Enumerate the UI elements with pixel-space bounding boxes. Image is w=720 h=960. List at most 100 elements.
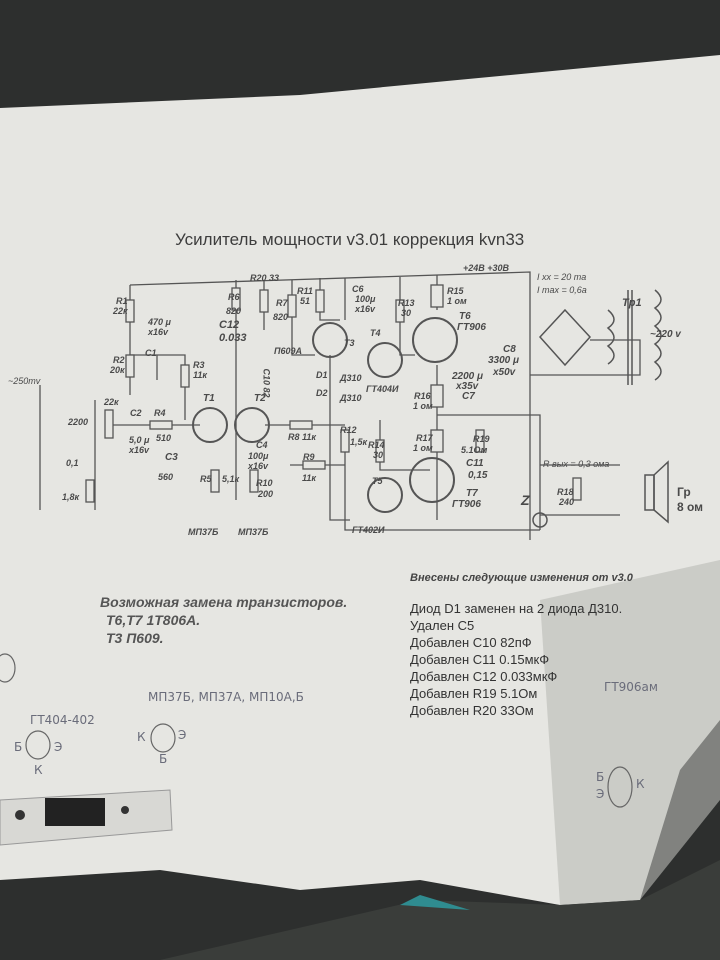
r7-value: 820 (273, 312, 289, 322)
c8-label: C8 (503, 344, 516, 355)
change-item: Удален C5 (410, 618, 475, 633)
changes-heading: Внесены следующие изменения от v3.0 (410, 572, 633, 584)
paper-sheet (0, 55, 720, 905)
c7-label: C7 (462, 391, 475, 402)
r3-value: 11к (193, 370, 207, 380)
r1-value: 22к (113, 306, 128, 316)
c11-value: 0,15 (468, 470, 488, 481)
c11-label: C11 (466, 458, 484, 469)
c7-voltage: x35v (456, 381, 479, 392)
d2-type: Д310 (340, 393, 362, 403)
handwritten-analogs: МП37Б, МП37А, МП10А,Б (148, 690, 304, 704)
r5-value: 5,1к (222, 474, 240, 484)
speaker-label: Гр (677, 485, 691, 499)
r16-value: 1 ом (413, 401, 433, 411)
tone-cap: 2200 (68, 417, 89, 427)
pin-k-label: К (34, 763, 43, 777)
t7-type: ГТ906 (452, 499, 481, 510)
c2-voltage: x16v (129, 445, 150, 455)
replacement-heading: Возможная замена транзисторов. (100, 594, 348, 610)
speaker-impedance: 8 ом (677, 500, 704, 514)
r19-label: R19 (473, 434, 490, 444)
t6-type: ГТ906 (457, 322, 486, 333)
r15-label: R15 (447, 286, 464, 296)
r20-label: R20 33 (250, 273, 280, 283)
teal-object (400, 895, 470, 910)
r5-label: R5 (200, 474, 212, 484)
max-current: I max = 0,6a (537, 285, 587, 295)
d2-label: D2 (316, 388, 328, 398)
r17-label: R17 (416, 433, 433, 443)
mains-label: ~220 v (650, 329, 681, 340)
r17-value: 1 ом (413, 443, 433, 453)
r16-label: R16 (414, 391, 431, 401)
c8-voltage: x50v (493, 367, 516, 378)
r11-label: R11 (297, 286, 313, 296)
c6-label: C6 (352, 284, 364, 294)
pin-b-label: Б (159, 752, 168, 766)
r9-value: 11к (302, 473, 316, 483)
replacement-line-2: T3 П609. (106, 630, 164, 646)
input-level: ~250mv (8, 376, 41, 386)
r15-value: 1 ом (447, 296, 467, 306)
change-item: Добавлен C11 0.15мкФ (410, 652, 550, 667)
c1-value: 470 μ (148, 317, 171, 327)
pin-k-label: К (636, 777, 645, 791)
c4-value: 100μ (248, 451, 269, 461)
c1-voltage: x16v (148, 327, 169, 337)
change-item: Добавлен R20 33Ом (410, 703, 534, 718)
t6-label: T6 (459, 311, 471, 322)
c12-label: C12 (219, 319, 240, 331)
schematic-wires (39, 271, 641, 540)
t3-label: T3 (344, 338, 355, 348)
r1-label: R1 (116, 296, 128, 306)
c4-voltage: x16v (248, 461, 269, 471)
t5-label: T5 (372, 476, 383, 486)
c3-label: C3 (165, 452, 178, 463)
t7-label: T7 (466, 488, 478, 499)
r13-value: 30 (401, 308, 412, 318)
change-item: Диод D1 заменен на 2 диода Д310. (410, 601, 623, 616)
t5-type: ГТ402И (352, 525, 385, 535)
r14-value: 30 (373, 450, 384, 460)
pin-diagrams (0, 653, 633, 808)
pot-value: 22к (104, 397, 119, 407)
d1-type: Д310 (340, 373, 362, 383)
t4-label: T4 (370, 328, 381, 338)
r19-value: 5.1Ом (461, 445, 488, 455)
r6-value: 820 (226, 306, 242, 316)
output-impedance: R вых = 0,3 ома (543, 459, 610, 469)
dark-fabric (160, 860, 720, 960)
r4-value: 510 (156, 433, 172, 443)
paper-shadow (540, 560, 720, 905)
r6-label: R6 (228, 292, 240, 302)
t3-type: П609А (274, 346, 302, 356)
replacement-line-1: T6,T7 1T806A. (106, 612, 201, 628)
pin-b-label: Б (596, 770, 605, 784)
t2-label: T2 (254, 393, 266, 404)
c2-label: C2 (130, 408, 142, 418)
pin-b-label: Б (14, 740, 23, 754)
transformer-label: Tp1 (622, 297, 642, 309)
change-item: Добавлен C10 82пФ (410, 635, 532, 650)
r10-label: R10 (256, 478, 273, 488)
c4-label: C4 (256, 440, 268, 450)
handwritten-gt404: ГТ404-402 (30, 713, 95, 727)
idle-current: I xx = 20 ma (537, 272, 587, 282)
r11-value: 51 (300, 296, 311, 306)
t1-label: T1 (203, 393, 215, 404)
d1-label: D1 (316, 370, 328, 380)
r14-label: R14 (368, 440, 385, 450)
c3-value: 560 (158, 472, 174, 482)
r12-value: 1,5к (350, 437, 368, 447)
c12-value: 0.033 (219, 332, 247, 344)
c6-value: 100μ (355, 294, 376, 304)
t1-type: МП37Б (188, 527, 219, 537)
resistors (85, 284, 582, 503)
r18-label: R18 (557, 487, 574, 497)
r10-value: 200 (258, 489, 274, 499)
switch-cap: 0,1 (66, 458, 79, 468)
r2-label: R2 (113, 355, 125, 365)
r13-label: R13 (398, 298, 415, 308)
r7-label: R7 (276, 298, 288, 308)
